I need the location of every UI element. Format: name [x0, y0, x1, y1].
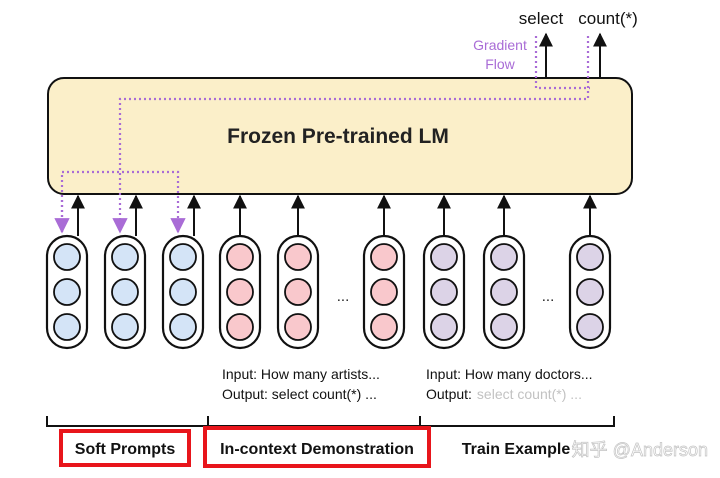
train-output-label: Output: [426, 386, 472, 402]
frozen-lm-box [47, 77, 633, 195]
demo-column-3 [362, 234, 406, 350]
in-context-highlight-box [203, 426, 431, 468]
train-column-2 [482, 234, 526, 350]
train-ellipsis: ... [542, 288, 555, 305]
demo-column-2 [276, 234, 320, 350]
demo-column-1 [218, 234, 262, 350]
soft-prompts-bracket [46, 416, 209, 427]
gradient-flow-paths [54, 36, 590, 234]
input-arrows [71, 194, 597, 236]
demo-output-caption: Output: select count(*) ... [222, 386, 377, 402]
train-input-caption: Input: How many doctors... [426, 366, 593, 382]
count-output-label: count(*) [578, 9, 638, 28]
soft-prompt-column-3 [161, 234, 205, 350]
frozen-lm-label: Frozen Pre-trained LM [227, 125, 449, 148]
select-output-label: select [519, 9, 564, 28]
gradient-path-outer [112, 36, 590, 234]
train-columns [422, 234, 612, 350]
demo-input-caption: Input: How many artists... [222, 366, 380, 382]
group-brackets [46, 416, 615, 427]
soft-prompt-column-2 [103, 234, 147, 350]
demo-columns [218, 234, 406, 350]
train-column-1 [422, 234, 466, 350]
train-column-3 [568, 234, 612, 350]
gradient-flow-label-line1: Gradient [473, 37, 527, 53]
soft-prompt-column-1 [45, 234, 89, 350]
soft-prompts-label: Soft Prompts [75, 441, 176, 458]
gradient-path-inner [534, 36, 590, 90]
gradient-flow-label-line2: Flow [485, 56, 515, 72]
train-output-caption: Output: select count(*) ... [426, 386, 582, 402]
train-example-bracket [419, 416, 615, 427]
in-context-bracket [207, 416, 421, 427]
soft-prompts-highlight-box [59, 429, 191, 467]
soft-prompt-columns [45, 234, 205, 350]
watermark: 知乎 @Anderson [572, 440, 708, 460]
train-output-faded: select count(*) ... [477, 386, 582, 402]
in-context-label: In-context Demonstration [220, 441, 414, 458]
demo-ellipsis: ... [337, 288, 350, 305]
train-example-label: Train Example [462, 441, 571, 458]
